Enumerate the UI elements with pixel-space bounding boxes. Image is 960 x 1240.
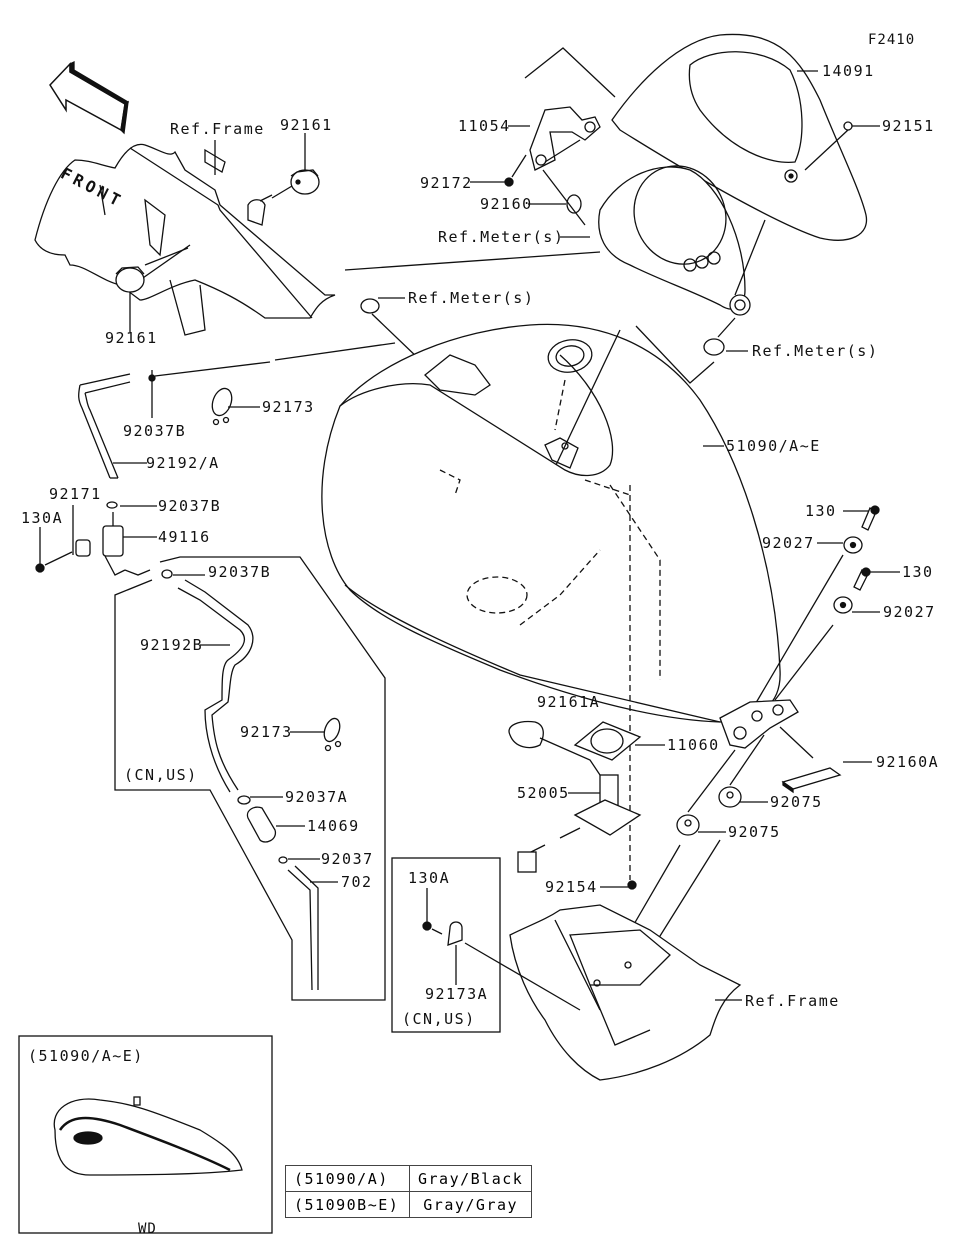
callout-92172[interactable]: 92172 xyxy=(420,174,473,192)
grommet-92161-top xyxy=(290,169,320,195)
meter-assembly xyxy=(598,165,751,316)
inset-title: (51090/A~E) xyxy=(28,1047,144,1065)
callout-11060[interactable]: 11060 xyxy=(667,736,720,754)
callout-92027-2[interactable]: 92027 xyxy=(883,603,936,621)
callout-92161-bottom[interactable]: 92161 xyxy=(105,329,158,347)
callout-92037B-1[interactable]: 92037B xyxy=(123,422,187,440)
clamp-92173 xyxy=(211,387,233,426)
clamp-92173-lower xyxy=(323,717,342,752)
callout-92027-1[interactable]: 92027 xyxy=(762,534,815,552)
tank-bracket xyxy=(719,699,799,749)
callout-92151[interactable]: 92151 xyxy=(882,117,935,135)
callout-cn-us-1: (CN,US) xyxy=(124,766,198,784)
color-table-part: (51090B~E) xyxy=(285,1191,410,1218)
callout-92161A[interactable]: 92161A xyxy=(537,693,601,711)
callout-92192A[interactable]: 92192/A xyxy=(146,454,220,472)
callout-ref-frame-bottom[interactable]: Ref.Frame xyxy=(745,992,840,1010)
cn-us-region-border xyxy=(114,556,386,1001)
callout-92075-2[interactable]: 92075 xyxy=(728,823,781,841)
callout-14069[interactable]: 14069 xyxy=(307,817,360,835)
callout-702[interactable]: 702 xyxy=(341,873,373,891)
callout-130A-2[interactable]: 130A xyxy=(408,869,451,887)
callout-92075-1[interactable]: 92075 xyxy=(770,793,823,811)
bracket-92171 xyxy=(72,539,91,557)
bolt-130-1 xyxy=(861,505,880,531)
callout-ref-meter-3[interactable]: Ref.Meter(s) xyxy=(752,342,879,360)
figure-code: F2410 xyxy=(868,32,916,48)
callout-92160[interactable]: 92160 xyxy=(480,195,533,213)
meter-cover-14091 xyxy=(611,33,868,241)
frame-rear-drawing xyxy=(509,904,742,1081)
callout-92161-top[interactable]: 92161 xyxy=(280,116,333,134)
cn-us-box xyxy=(391,857,501,1033)
hose-92192B xyxy=(177,579,254,793)
color-table-color: Gray/Gray xyxy=(408,1191,533,1218)
callout-14091[interactable]: 14091 xyxy=(822,62,875,80)
callout-ref-meter-1[interactable]: Ref.Meter(s) xyxy=(438,228,565,246)
color-table-part: (51090/A) xyxy=(285,1165,410,1192)
fitting-49116 xyxy=(102,512,126,576)
callout-cn-us-2: (CN,US) xyxy=(402,1010,476,1028)
frame-head-drawing xyxy=(34,143,336,336)
callout-92160A[interactable]: 92160A xyxy=(876,753,940,771)
callout-52005[interactable]: 52005 xyxy=(517,784,570,802)
gasket-11060 xyxy=(573,721,642,761)
fuel-pump-52005 xyxy=(508,720,642,873)
inset-caption: WD xyxy=(138,1221,157,1237)
hose-92192A xyxy=(78,373,131,479)
bracket-11054 xyxy=(529,106,601,171)
inset-box xyxy=(18,1035,273,1234)
callout-92171[interactable]: 92171 xyxy=(49,485,102,503)
callout-ref-meter-2[interactable]: Ref.Meter(s) xyxy=(408,289,535,307)
bolt-130-2 xyxy=(853,567,871,591)
table-row: (51090/A) Gray/Black xyxy=(285,1165,533,1192)
front-arrow-icon xyxy=(49,60,130,135)
callout-130A-1[interactable]: 130A xyxy=(21,509,64,527)
callout-92173-2[interactable]: 92173 xyxy=(240,723,293,741)
callout-92037B-3[interactable]: 92037B xyxy=(208,563,272,581)
callout-92173A[interactable]: 92173A xyxy=(425,985,489,1003)
callout-130-1[interactable]: 130 xyxy=(805,502,837,520)
callout-92037B-2[interactable]: 92037B xyxy=(158,497,222,515)
callout-92192B[interactable]: 92192B xyxy=(140,636,204,654)
callout-130-2[interactable]: 130 xyxy=(902,563,934,581)
filter-14069 xyxy=(246,806,277,843)
clamp-92173A xyxy=(447,921,463,946)
color-table: (51090/A) Gray/Black (51090B~E) Gray/Gra… xyxy=(285,1165,533,1218)
pad-92160A xyxy=(781,767,842,794)
table-row: (51090B~E) Gray/Gray xyxy=(285,1191,533,1218)
grommet-92161-bottom xyxy=(115,266,145,293)
callout-49116[interactable]: 49116 xyxy=(158,528,211,546)
callout-92037[interactable]: 92037 xyxy=(321,850,374,868)
inset-tank-drawing xyxy=(53,1096,243,1176)
callout-ref-frame-top[interactable]: Ref.Frame xyxy=(170,120,265,138)
callout-92154[interactable]: 92154 xyxy=(545,878,598,896)
callout-11054[interactable]: 11054 xyxy=(458,117,511,135)
hose-702 xyxy=(287,865,319,991)
callout-92037A[interactable]: 92037A xyxy=(285,788,349,806)
callout-51090[interactable]: 51090/A~E xyxy=(726,437,821,455)
fuel-tank-51090 xyxy=(321,323,781,880)
color-table-color: Gray/Black xyxy=(408,1165,533,1192)
callout-92173-1[interactable]: 92173 xyxy=(262,398,315,416)
